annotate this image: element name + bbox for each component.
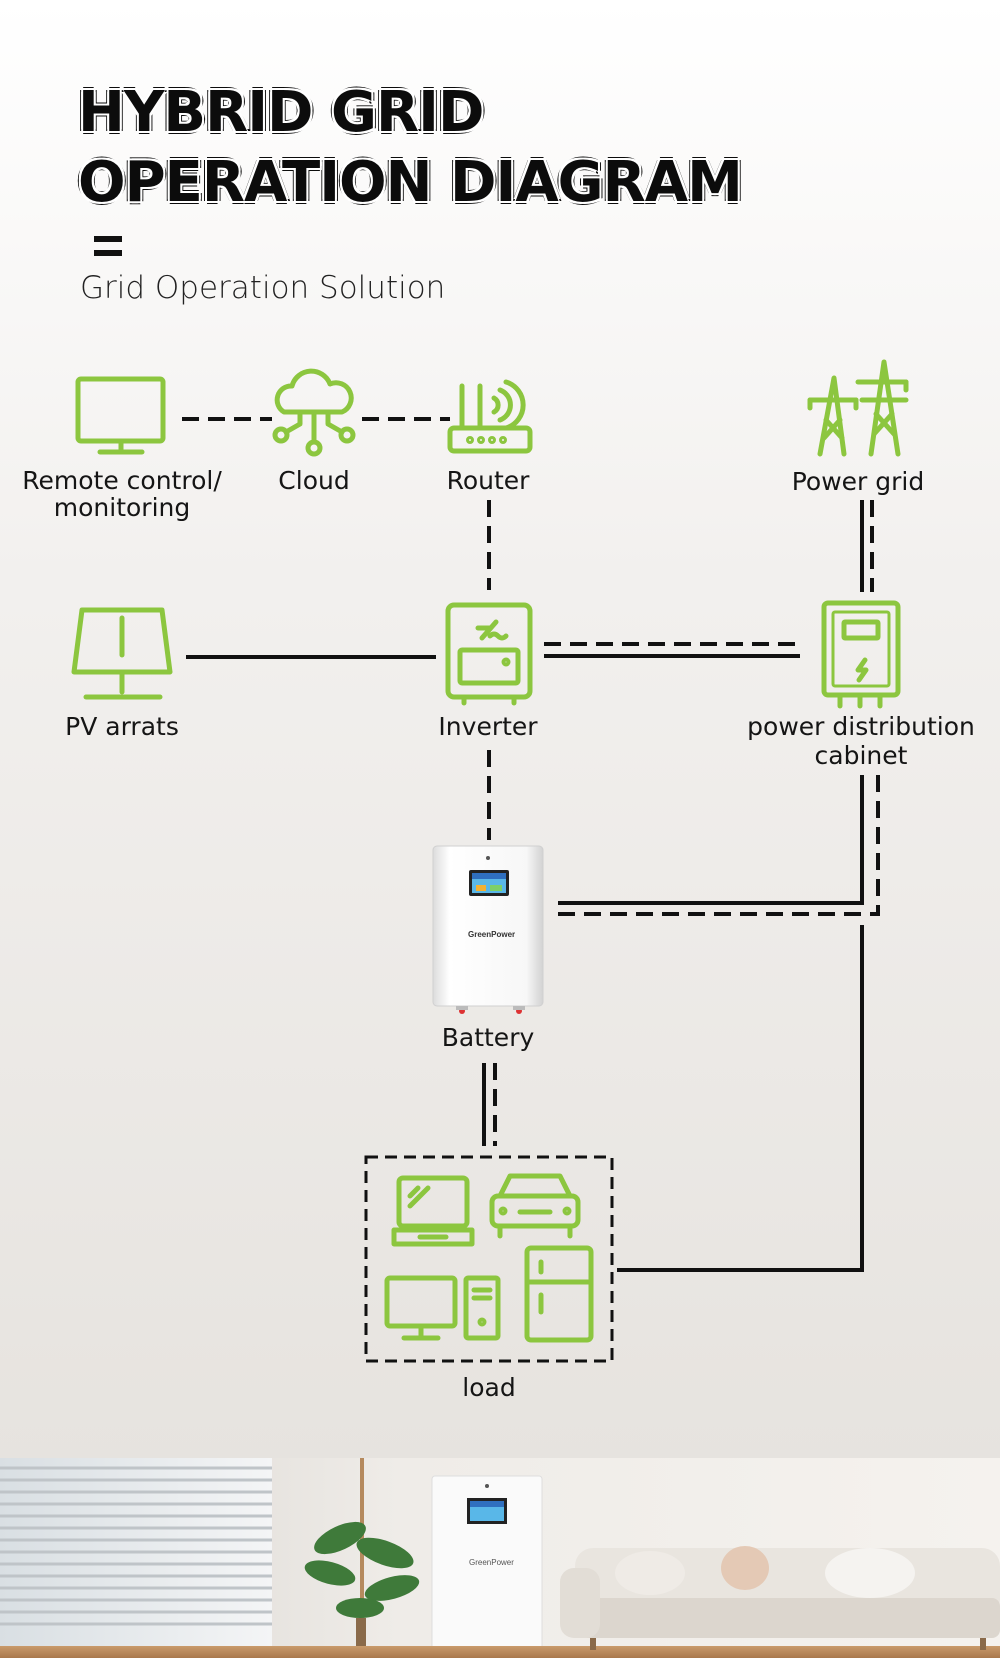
cabinet-label-line-1: power distribution — [747, 712, 975, 741]
remote-label-line-1: Remote control/ — [22, 466, 222, 495]
distribution-cabinet-icon — [821, 600, 901, 709]
title-line-1: HYBRID GRID — [78, 80, 484, 145]
sofa — [560, 1546, 1000, 1650]
title-line-2: OPERATION DIAGRAM — [78, 150, 743, 215]
link-cabinet-load — [617, 925, 864, 1272]
load-label: load — [462, 1373, 516, 1402]
page-title: HYBRID GRID OPERATION DIAGRAM — [78, 78, 878, 218]
remote-label-line-2: monitoring — [53, 493, 191, 522]
solar-panel-icon — [71, 607, 173, 700]
operation-diagram — [71, 359, 909, 1363]
load-box — [364, 1155, 614, 1363]
refrigerator-icon — [524, 1245, 594, 1343]
plant — [304, 1521, 420, 1618]
equals-decoration — [94, 236, 122, 256]
pv-label: PV arrats — [65, 712, 179, 741]
router-label: Router — [446, 466, 530, 495]
monitor-icon — [75, 376, 166, 455]
remote-label: Remote control/ monitoring — [22, 467, 222, 521]
subtitle: Grid Operation Solution — [80, 270, 446, 306]
cloud-icon — [272, 368, 356, 457]
battery-unit — [432, 845, 544, 1014]
cloud-label: Cloud — [278, 466, 350, 495]
battery-brand: GreenPower — [468, 930, 516, 939]
power-tower-icon — [807, 359, 909, 457]
car-icon — [489, 1173, 581, 1239]
cabinet-label: power distribution cabinet — [747, 713, 975, 769]
link-cabinet-battery-dashed — [558, 775, 880, 916]
link-cabinet-battery-solid — [558, 775, 864, 905]
photo-battery-brand: GreenPower — [469, 1558, 514, 1567]
window-blinds — [0, 1466, 272, 1626]
desktop-computer-icon — [384, 1275, 501, 1341]
room-scene — [0, 1458, 1000, 1658]
power-grid-label: Power grid — [791, 467, 925, 496]
floor — [0, 1646, 1000, 1658]
laptop-icon — [391, 1175, 475, 1247]
router-icon — [447, 379, 533, 454]
inverter-label: Inverter — [438, 712, 538, 741]
inverter-icon — [445, 602, 533, 706]
room-photo: GreenPower — [0, 1458, 1000, 1658]
battery-label: Battery — [441, 1023, 535, 1052]
cabinet-label-line-2: cabinet — [814, 741, 908, 770]
